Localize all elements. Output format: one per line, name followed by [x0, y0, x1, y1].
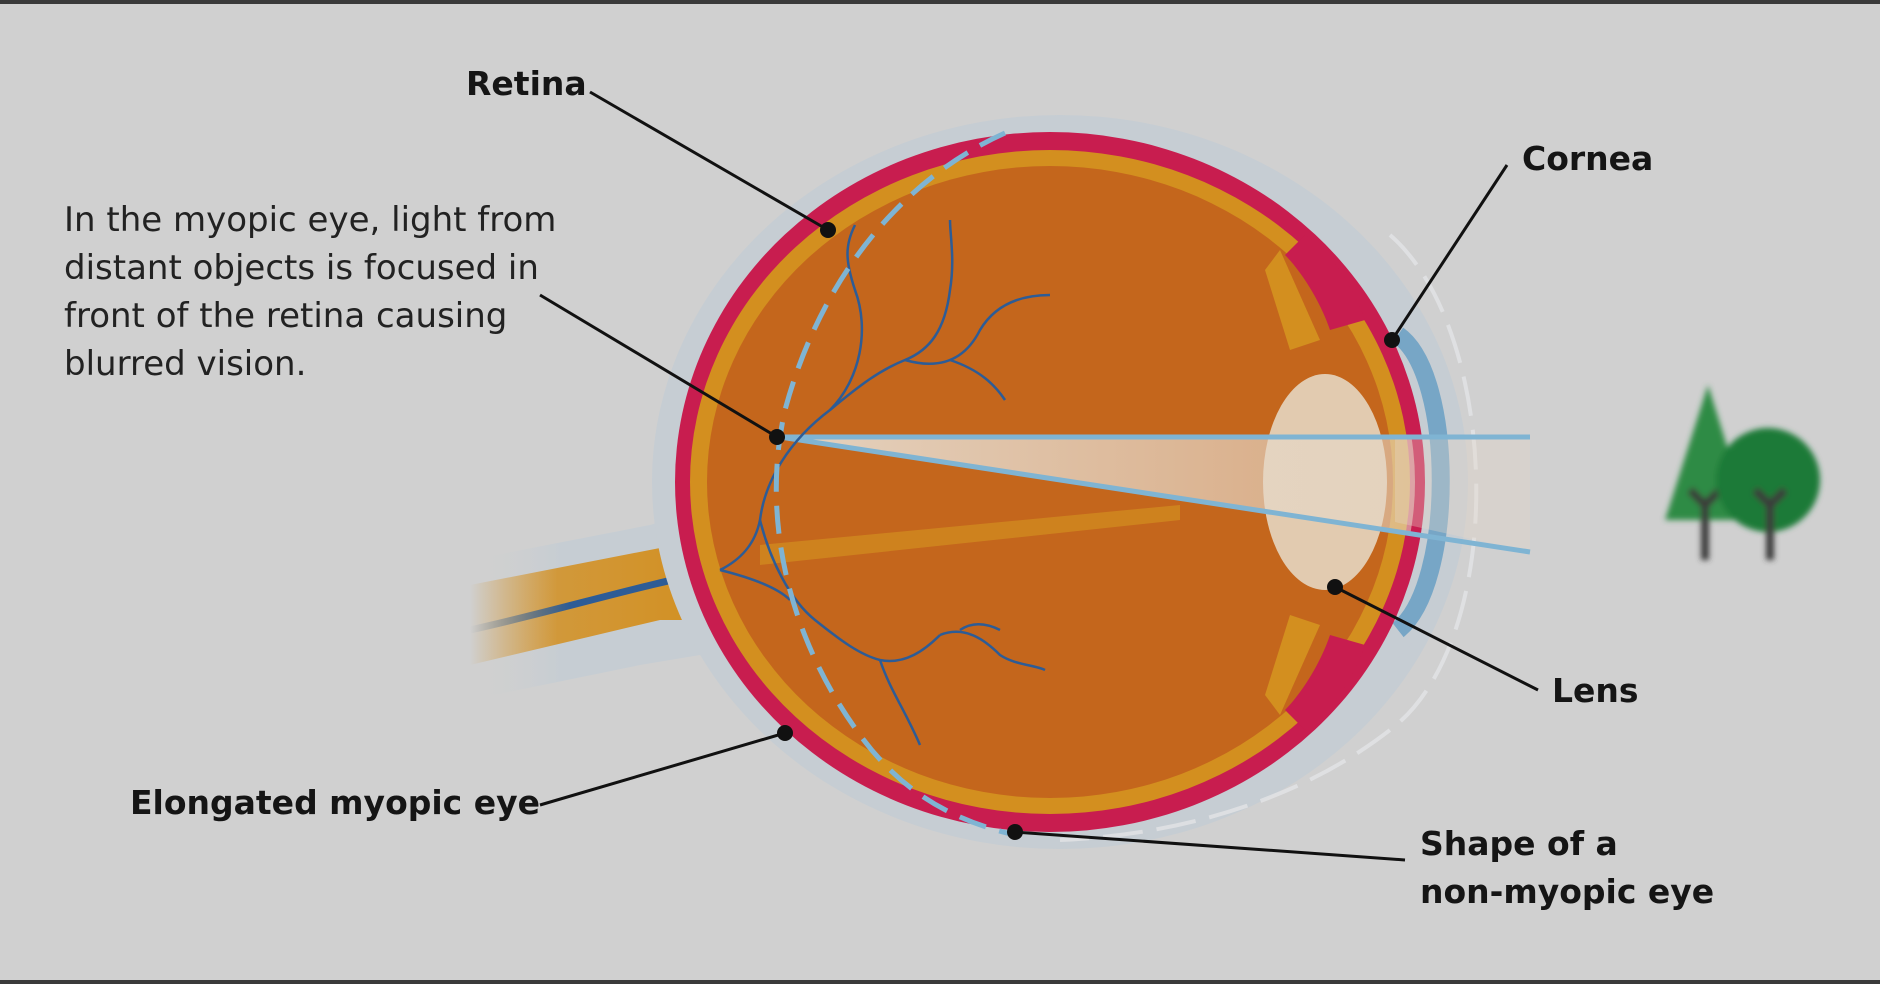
- myopia-description: In the myopic eye, light from distant ob…: [64, 196, 584, 388]
- description-line-1: In the myopic eye, light from: [64, 200, 557, 240]
- retina-leader: [589, 90, 829, 232]
- leader-dots: [769, 222, 1400, 840]
- non-myopic-retina-dashed: [773, 130, 1016, 838]
- shape-leader: [1014, 830, 1406, 862]
- lens-label: Lens: [1552, 671, 1639, 710]
- non-myopic-shape-label: Shape of a non-myopic eye: [1420, 820, 1714, 916]
- cornea-label: Cornea: [1522, 139, 1654, 178]
- leader-lines: [539, 90, 1539, 862]
- vitreous-body: [707, 166, 1393, 798]
- distant-trees: [1665, 385, 1820, 560]
- non-myopic-shape-line2: non-myopic eye: [1420, 872, 1715, 911]
- retina-label: Retina: [466, 64, 587, 103]
- light-ray-bottom: [779, 434, 1531, 555]
- cornea-leader: [1390, 164, 1509, 341]
- blood-vessels: [719, 219, 1051, 746]
- optic-nerve: [469, 510, 721, 700]
- non-myopic-outline-arc: [1059, 233, 1479, 842]
- elongated-myopic-eye-label: Elongated myopic eye: [130, 783, 541, 822]
- non-myopic-shape-line1: Shape of a: [1420, 824, 1618, 863]
- description-line-2: distant objects is focused in: [64, 248, 539, 288]
- description-leader: [539, 293, 778, 439]
- round-tree-icon: [1716, 428, 1820, 560]
- elongated-leader: [539, 731, 786, 807]
- description-line-3: front of the retina causing: [64, 296, 508, 336]
- description-line-4: blurred vision.: [64, 344, 307, 384]
- lens-leader: [1334, 585, 1539, 692]
